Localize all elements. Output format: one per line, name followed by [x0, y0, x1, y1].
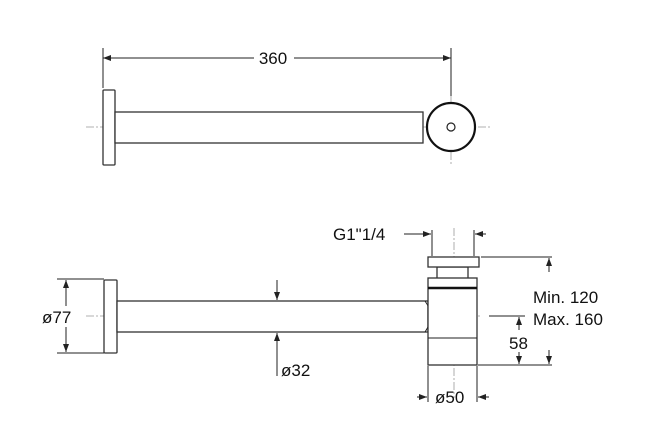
- trap-body: [427, 277, 478, 366]
- trap-outlet: [446, 122, 456, 132]
- pipe: [116, 300, 429, 333]
- front-view: ø77 ø32 G1"1/4 Min. 120 Max. 160 58 ø50: [42, 225, 603, 407]
- trap-diameter-label: ø50: [435, 388, 464, 407]
- pipe: [114, 111, 424, 144]
- height-min-label: Min. 120: [533, 288, 598, 307]
- wall-plate: [103, 279, 118, 354]
- wall-plate-diameter-label: ø77: [42, 308, 71, 327]
- centerline-height-label: 58: [509, 334, 528, 353]
- height-max-label: Max. 160: [533, 310, 603, 329]
- pipe-diameter-label: ø32: [281, 361, 310, 380]
- thread-label: G1"1/4: [333, 225, 385, 244]
- trap-neck: [436, 266, 469, 280]
- top-view: 360: [86, 48, 492, 166]
- trap-nut: [427, 256, 480, 268]
- wall-plate: [102, 89, 116, 166]
- length-label: 360: [259, 49, 287, 68]
